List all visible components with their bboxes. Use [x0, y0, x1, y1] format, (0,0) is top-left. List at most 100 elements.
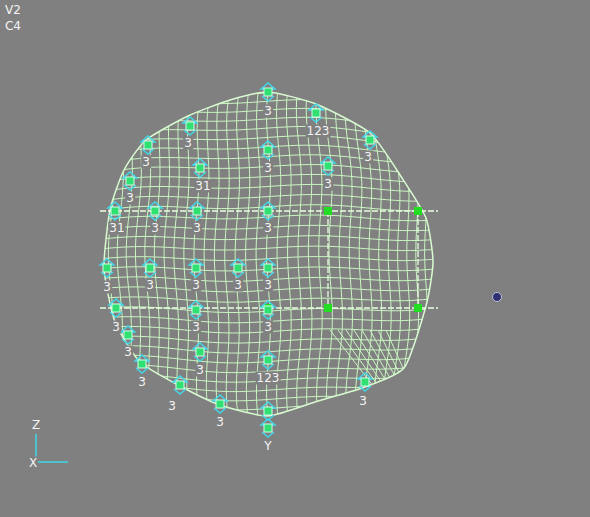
mesh-line [399, 102, 410, 424]
mesh-line [214, 95, 220, 429]
constraint-code: 3 [111, 321, 121, 334]
constraint-code: 31 [108, 222, 125, 235]
constraint-symbol [261, 202, 275, 220]
mesh-line [416, 103, 428, 420]
constraint-symbol [261, 259, 275, 277]
mesh-line [378, 330, 410, 395]
constraint-code: 3 [167, 400, 177, 413]
node-marker [324, 207, 332, 215]
constraint-symbol [261, 301, 275, 319]
constraint-symbol [261, 141, 275, 159]
constraint-symbol [148, 202, 162, 220]
constraint-code: 3 [263, 222, 273, 235]
constraint-symbol [143, 259, 157, 277]
mesh-line [107, 117, 428, 128]
mesh-line [370, 330, 405, 395]
constraint-symbol [183, 117, 197, 135]
mesh-line [103, 297, 438, 302]
node-marker [324, 304, 332, 312]
mesh-line [354, 330, 395, 395]
mesh-line [106, 184, 438, 191]
mesh-grid [100, 91, 439, 430]
node-marker [264, 207, 272, 215]
constraint-code: 3 [137, 376, 147, 389]
mesh-line [246, 94, 250, 430]
constraint-symbol [193, 159, 207, 177]
constraint-code: 3 [141, 156, 151, 169]
constraint-code: 123 [306, 125, 331, 138]
mesh-line [225, 95, 230, 430]
constraint-symbol [193, 343, 207, 361]
constraint-symbol [261, 402, 275, 420]
constraint-code: 3 [150, 222, 160, 235]
constraint-code: 3 [358, 395, 368, 408]
mesh-line [296, 91, 301, 426]
view-label: V2 [4, 4, 22, 17]
mesh-line [105, 336, 437, 343]
constraint-symbols [100, 83, 377, 437]
view-point [493, 293, 502, 302]
mesh-line [100, 236, 436, 241]
constraint-symbol [231, 259, 245, 277]
axis-label: X [28, 457, 38, 470]
constraint-code: 3 [191, 321, 201, 334]
constraint-symbol [123, 172, 137, 190]
mesh-line [235, 95, 239, 430]
constraint-symbol [261, 83, 275, 101]
constraint-symbol [189, 301, 203, 319]
constraint-symbol [135, 355, 149, 373]
axis-triad [36, 434, 68, 462]
mesh-line [424, 103, 436, 418]
constraint-code: 3 [263, 105, 273, 118]
constraint-code: 123 [256, 372, 281, 385]
constraint-code: 3 [323, 178, 333, 191]
constraint-code: 3 [191, 279, 201, 292]
constraint-code: 3 [263, 321, 273, 334]
constraint-code: 3 [195, 364, 205, 377]
view-label: C4 [4, 20, 22, 33]
constraint-symbol [358, 373, 372, 391]
constraint-code: 3 [363, 151, 373, 164]
constraint-symbol [213, 395, 227, 413]
constraint-symbol [261, 419, 275, 437]
axis-label: Z [31, 419, 41, 432]
axis-label: Y [263, 440, 272, 453]
constraint-code: 3 [215, 416, 225, 429]
mesh-line [117, 99, 129, 419]
constraint-code: 3 [192, 222, 202, 235]
mesh-line [386, 330, 415, 395]
mesh-line [174, 95, 182, 425]
mesh-line [107, 391, 429, 401]
constraint-symbol [121, 326, 135, 344]
mesh-boundary [104, 92, 433, 416]
constraint-symbol [108, 202, 122, 220]
constraint-symbol [141, 136, 155, 154]
mesh-line [106, 174, 437, 182]
mesh-line [330, 330, 380, 395]
constraint-symbol [190, 202, 204, 220]
guide-line [327, 211, 328, 308]
mesh-line [108, 101, 120, 419]
mesh-line [102, 215, 437, 221]
mesh-line [407, 102, 418, 422]
constraint-code: 3 [183, 137, 193, 150]
constraint-symbol [261, 351, 275, 369]
mesh-line [164, 95, 173, 424]
constraint-code: 3 [125, 192, 135, 205]
constraint-symbol [321, 157, 335, 175]
constraint-symbol [109, 299, 123, 317]
mesh-line [316, 91, 322, 425]
constraint-code: 3 [123, 346, 133, 359]
constraint-code: 3 [263, 162, 273, 175]
mesh-line [105, 195, 438, 202]
constraint-symbol [100, 259, 114, 277]
constraint-symbol [309, 104, 323, 122]
mesh-line [326, 92, 333, 425]
guide-lines [100, 207, 438, 312]
mesh-line [204, 95, 210, 428]
mesh-line [335, 93, 342, 425]
mesh-line [100, 246, 436, 250]
constraint-code: 3 [145, 279, 155, 292]
